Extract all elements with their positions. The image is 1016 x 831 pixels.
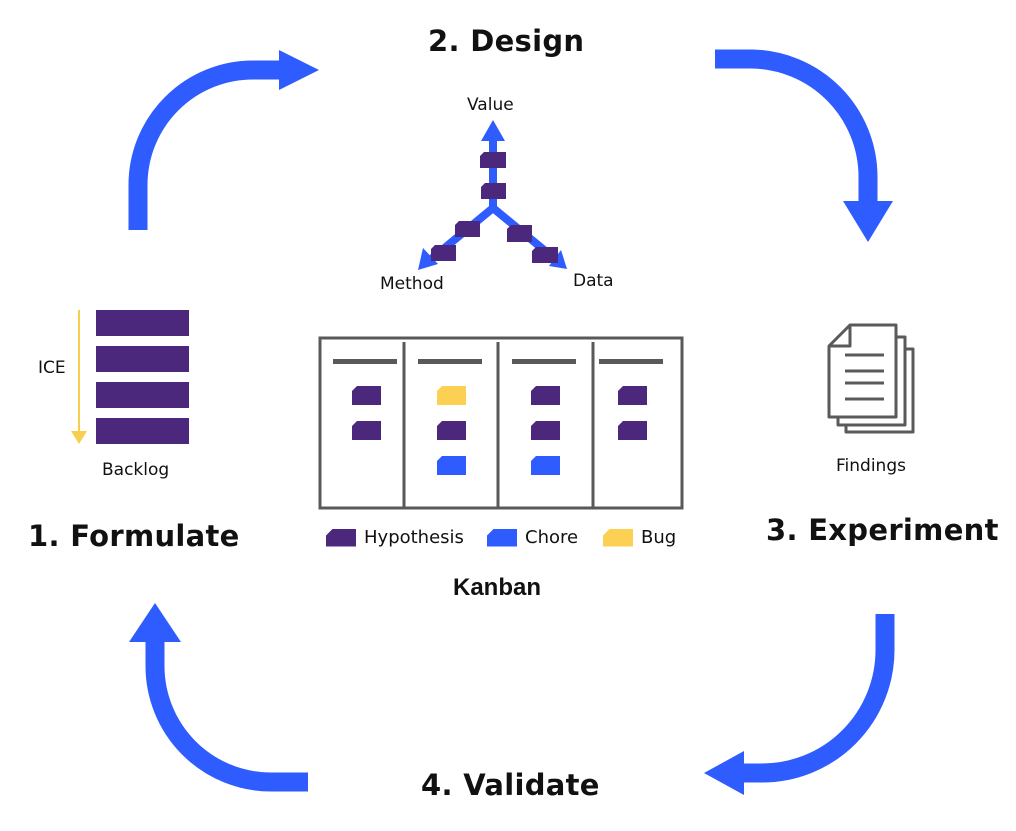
kanban-card-hypothesis <box>437 421 466 440</box>
triad-label-value: Value <box>467 95 514 115</box>
triad-card <box>480 152 506 168</box>
stage-title-experiment: 3. Experiment <box>766 513 999 547</box>
kanban-column-header <box>599 359 663 364</box>
triad-card <box>507 225 532 242</box>
arrow-experiment-to-validate <box>704 614 895 795</box>
arrow-design-to-experiment <box>715 49 893 242</box>
backlog-label: Backlog <box>102 460 170 480</box>
backlog-item <box>96 418 189 444</box>
ice-label: ICE <box>38 358 66 378</box>
kanban-column-header <box>418 359 482 364</box>
triad-arrowhead-method <box>418 248 438 270</box>
kanban-card-hypothesis <box>618 421 647 440</box>
triad-label-method: Method <box>380 274 444 294</box>
ice-priority-arrowhead <box>71 431 87 444</box>
backlog-item <box>96 346 189 372</box>
kanban-card-hypothesis <box>352 386 381 405</box>
legend-hypothesis: Hypothesis <box>326 527 464 548</box>
stage-title-formulate: 1. Formulate <box>28 519 240 553</box>
kanban-card-chore <box>437 456 466 475</box>
triad-label-data: Data <box>573 271 614 291</box>
triad-card <box>481 183 506 199</box>
kanban-column-header <box>512 359 576 364</box>
kanban-card-chore <box>531 456 560 475</box>
chore-swatch <box>487 528 517 547</box>
triad-arrowhead-value <box>481 120 505 141</box>
stage-title-design: 2. Design <box>428 24 585 58</box>
legend-bug-label: Bug <box>641 527 677 548</box>
kanban-card-bug <box>437 386 466 405</box>
kanban-card-hypothesis <box>352 421 381 440</box>
kanban-card-hypothesis <box>531 386 560 405</box>
triad-card <box>532 247 558 263</box>
triad-card <box>455 221 480 237</box>
kanban-frame <box>318 336 684 510</box>
bug-swatch <box>603 528 633 547</box>
legend-chore-label: Chore <box>525 527 579 548</box>
kanban-column-header <box>333 359 397 364</box>
design-triad-diagram <box>418 120 567 270</box>
kanban-card-hypothesis <box>531 421 560 440</box>
kanban-card-hypothesis <box>618 386 647 405</box>
documents-icon <box>827 323 915 434</box>
hypothesis-swatch <box>326 528 356 547</box>
arrow-formulate-to-design <box>128 50 319 230</box>
backlog-item <box>96 310 189 336</box>
stage-title-validate: 4. Validate <box>421 768 600 802</box>
legend-hypothesis-label: Hypothesis <box>364 527 464 548</box>
backlog-stack <box>71 310 189 444</box>
arrow-validate-to-formulate <box>129 603 308 792</box>
kanban-board <box>318 336 684 510</box>
backlog-item <box>96 382 189 408</box>
kanban-title: Kanban <box>453 574 542 601</box>
legend-bug: Bug <box>603 527 676 548</box>
findings-label: Findings <box>836 456 906 476</box>
triad-card <box>431 245 456 261</box>
legend-chore: Chore <box>487 527 578 548</box>
